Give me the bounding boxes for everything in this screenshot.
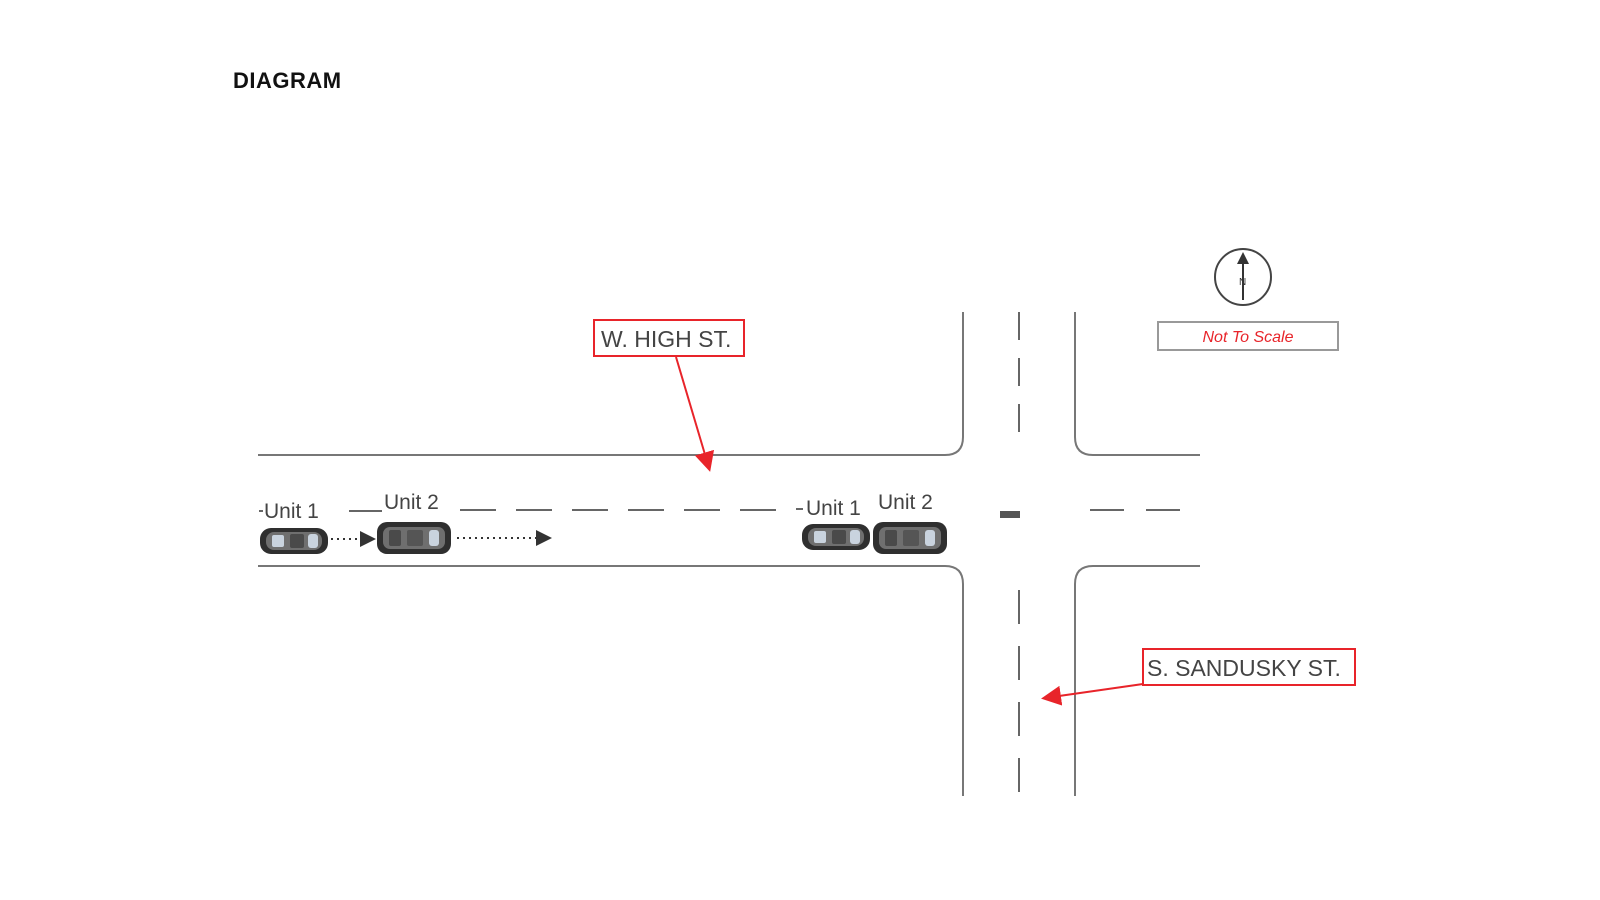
intersection-marker	[1000, 511, 1020, 518]
w-high-callout: W. HIGH ST.	[593, 319, 745, 472]
w-high-street-label: W. HIGH ST.	[601, 326, 731, 352]
vehicle-icon	[873, 522, 947, 554]
s-sandusky-street-label: S. SANDUSKY ST.	[1147, 655, 1341, 681]
w-high-callout-arrow	[675, 356, 715, 472]
w-high-south-edge-west	[258, 565, 964, 796]
w-high-north-edge-east	[1074, 312, 1200, 456]
s-sandusky-callout-arrow	[1041, 683, 1144, 706]
not-to-scale-label: Not To Scale	[1202, 329, 1293, 346]
unit-2-label-after: Unit 2	[878, 491, 933, 514]
page-title: DIAGRAM	[233, 68, 342, 93]
unit-1-label-before: Unit 1	[264, 500, 319, 523]
unit-2-label-before: Unit 2	[384, 491, 439, 514]
travel-paths	[331, 530, 552, 547]
not-to-scale-box: Not To Scale	[1157, 321, 1339, 351]
vehicle-icon	[802, 524, 870, 550]
center-lines	[460, 312, 1185, 796]
compass-letter: N	[1239, 277, 1246, 288]
unit-1-label-after: Unit 1	[806, 497, 861, 520]
w-high-south-edge-east	[1074, 565, 1200, 796]
s-sandusky-callout: S. SANDUSKY ST.	[1041, 648, 1356, 706]
compass-icon: N	[1214, 248, 1272, 306]
unit-labels: Unit 1 Unit 2 Unit 1 Unit 2	[259, 491, 933, 523]
w-high-north-edge-west	[258, 312, 964, 456]
road-edges	[258, 312, 1200, 796]
vehicle-icon	[260, 528, 328, 554]
vehicle-icon	[377, 522, 451, 554]
